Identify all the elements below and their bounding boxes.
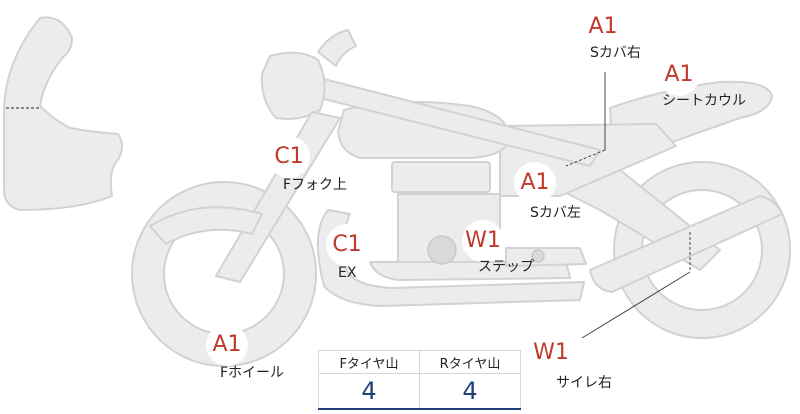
label-s-cover-right: Sカバ右 (590, 45, 641, 61)
grade-badge-f-fork-upper: C1 (268, 136, 310, 178)
tire-table-value-row: 4 4 (318, 373, 521, 410)
handlebar (317, 29, 357, 67)
footrest-knob (531, 249, 545, 263)
front-tire-header: Fタイヤ山 (318, 350, 420, 374)
leader-s-cover-right-dash (565, 149, 606, 167)
engine-top (391, 161, 491, 193)
front-fairing-part (3, 16, 123, 211)
label-s-cover-left: Sカバ左 (530, 205, 581, 221)
grade-badge-exhaust: C1 (326, 224, 368, 266)
muffler (589, 195, 783, 293)
engine-cover (427, 235, 457, 265)
grade-badge-silencer-right: W1 (530, 332, 572, 374)
label-exhaust: EX (338, 265, 357, 281)
grade-badge-f-wheel: A1 (206, 324, 248, 366)
grade-badge-s-cover-right: A1 (582, 6, 624, 48)
tire-tread-table: Fタイヤ山 Rタイヤ山 4 4 (318, 350, 521, 410)
label-step: ステップ (478, 259, 534, 275)
grade-badge-step: W1 (462, 220, 504, 262)
label-silencer-right: サイレ右 (556, 375, 612, 391)
rear-tire-header: Rタイヤ山 (419, 350, 521, 374)
label-f-wheel: Fホイール (220, 365, 285, 381)
label-seat-cowl: シートカウル (662, 93, 746, 109)
label-f-fork-upper: Fフォク上 (283, 177, 348, 193)
rear-tire-value: 4 (419, 373, 521, 410)
headlight (260, 51, 326, 120)
leader-silencer-2 (581, 271, 691, 339)
tire-table-header-row: Fタイヤ山 Rタイヤ山 (318, 350, 521, 374)
grade-badge-seat-cowl: A1 (658, 54, 700, 96)
rear-step (505, 247, 587, 267)
front-tire-value: 4 (318, 373, 420, 410)
front-fender (149, 206, 263, 245)
grade-badge-s-cover-left: A1 (514, 162, 556, 204)
